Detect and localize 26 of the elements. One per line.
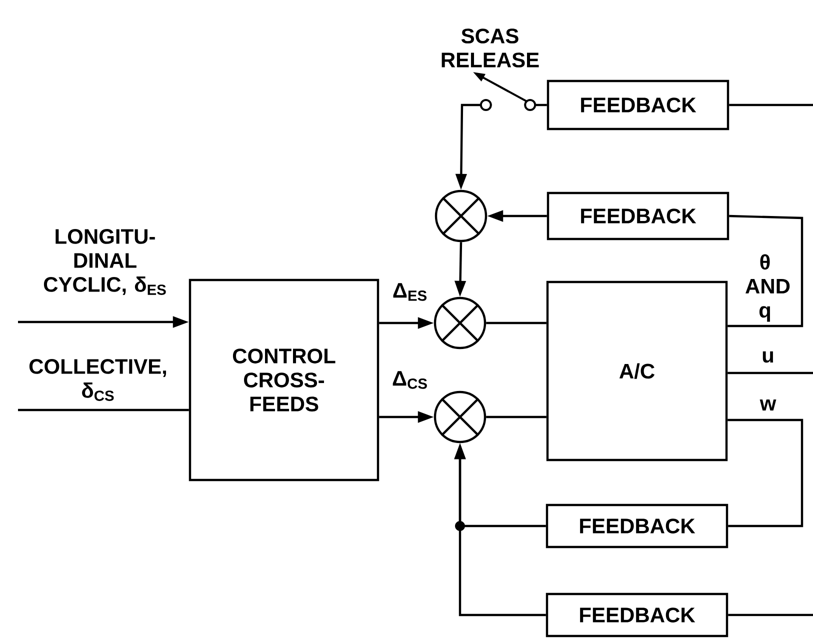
edge-label: w [758, 398, 778, 412]
connector-line [729, 104, 813, 106]
feedback-box: FEEDBACK [546, 592, 728, 638]
connector-line [18, 408, 189, 412]
connector-line [486, 416, 546, 418]
feedback-box: FEEDBACK [546, 504, 728, 548]
edge-label: Δ$_{ES}$ [391, 282, 429, 302]
summing-junction [434, 190, 488, 242]
process-box: A/C [546, 280, 728, 462]
connector-line [486, 322, 546, 324]
edge-label: Δ$_{CS}$ [391, 370, 430, 390]
process-box: CONTROL CROSS-FEEDS [188, 278, 380, 482]
feedback-box: FEEDBACK [546, 192, 730, 240]
feedback-box: FEEDBACK [546, 80, 730, 130]
edge-label: θ AND q [744, 253, 790, 323]
connector-line [535, 104, 547, 106]
edge-label: COLLECTIVE, δ$_{CS}$ [22, 358, 174, 402]
connector-line [728, 372, 813, 374]
connector-line [728, 614, 813, 616]
edge-label: u [760, 350, 776, 364]
summing-junction [434, 390, 486, 444]
summing-junction [434, 296, 486, 350]
connector-line [728, 418, 804, 528]
switch-label: SCAS RELEASE [442, 28, 539, 68]
edge-label: LONGITU-DINAL CYCLIC, δ$_{ES}$ [39, 228, 171, 296]
connector-line [728, 214, 804, 328]
